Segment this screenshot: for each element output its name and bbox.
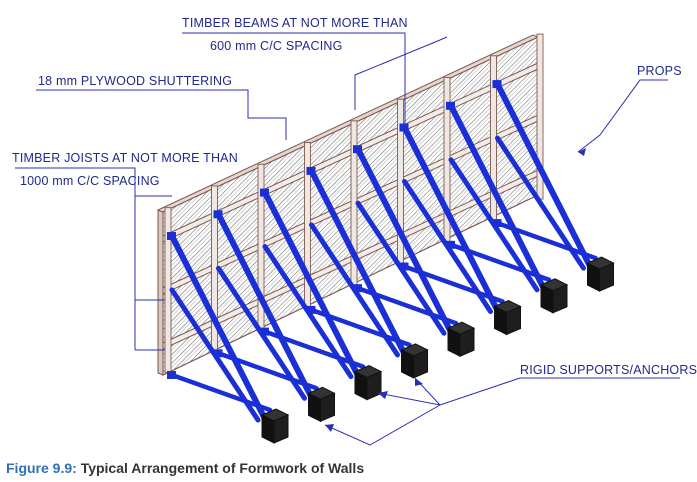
rigid-anchors	[260, 256, 615, 444]
anchor-block-right	[506, 305, 521, 336]
figure-caption: Figure 9.9: Typical Arrangement of Formw…	[6, 460, 364, 476]
prop	[494, 81, 597, 277]
prop-base-plate	[213, 349, 223, 358]
prop-base-plate	[167, 371, 176, 379]
leader-lines	[15, 32, 680, 446]
anchor-block-right	[599, 262, 614, 292]
timber-joists	[164, 33, 544, 374]
prop-base-plate	[306, 305, 316, 314]
label-joists-line1: TIMBER JOISTS AT NOT MORE THAN	[12, 151, 238, 165]
prop-head-plate	[167, 232, 176, 240]
figure-number: Figure 9.9:	[6, 460, 77, 476]
prop	[401, 124, 504, 320]
prop	[308, 167, 411, 363]
prop	[215, 211, 318, 407]
label-timber-beams-line1: TIMBER BEAMS AT NOT MORE THAN	[182, 16, 408, 30]
prop-cross-brace	[402, 264, 505, 304]
prop-head-plate	[353, 145, 362, 154]
prop-base-plate	[399, 262, 409, 271]
prop-head-plate	[260, 188, 269, 197]
label-joists-line2: 1000 mm C/C SPACING	[20, 174, 160, 188]
prop-cross-brace	[262, 329, 366, 369]
prop	[169, 233, 271, 428]
prop-head-plate	[306, 166, 316, 175]
props	[167, 80, 598, 428]
prop-cross-brace	[355, 285, 459, 326]
prop-cross-brace	[169, 372, 273, 413]
figure-title: Typical Arrangement of Formwork of Walls	[80, 460, 365, 476]
leader-arrowheads	[325, 148, 586, 432]
anchor-block-right	[320, 392, 335, 423]
prop-cross-brace	[309, 307, 412, 348]
annotations: TIMBER BEAMS AT NOT MORE THAN 600 mm C/C…	[12, 16, 697, 377]
label-rigid-supports: RIGID SUPPORTS/ANCHORS	[520, 363, 697, 377]
prop-cross-brace	[495, 220, 598, 261]
anchor-block-right	[273, 414, 289, 444]
label-plywood: 18 mm PLYWOOD SHUTTERING	[38, 74, 232, 88]
prop	[355, 146, 457, 342]
prop-base-plate	[260, 327, 269, 336]
prop-cross-brace	[216, 351, 319, 391]
prop-head-plate	[399, 123, 409, 132]
anchor-block-right	[459, 327, 475, 357]
anchor-block-right	[413, 349, 428, 379]
prop-head-plate	[492, 80, 502, 89]
label-props: PROPS	[637, 64, 682, 78]
prop	[448, 102, 550, 298]
prop-head-plate	[213, 210, 223, 219]
prop-base-plate	[446, 240, 455, 249]
prop-base-plate	[353, 284, 362, 293]
prop	[262, 189, 364, 385]
prop-cross-brace	[448, 242, 552, 283]
prop-base-plate	[492, 219, 502, 228]
prop-head-plate	[446, 101, 455, 110]
anchor-block-right	[552, 284, 568, 314]
label-timber-beams-line2: 600 mm C/C SPACING	[210, 39, 343, 53]
